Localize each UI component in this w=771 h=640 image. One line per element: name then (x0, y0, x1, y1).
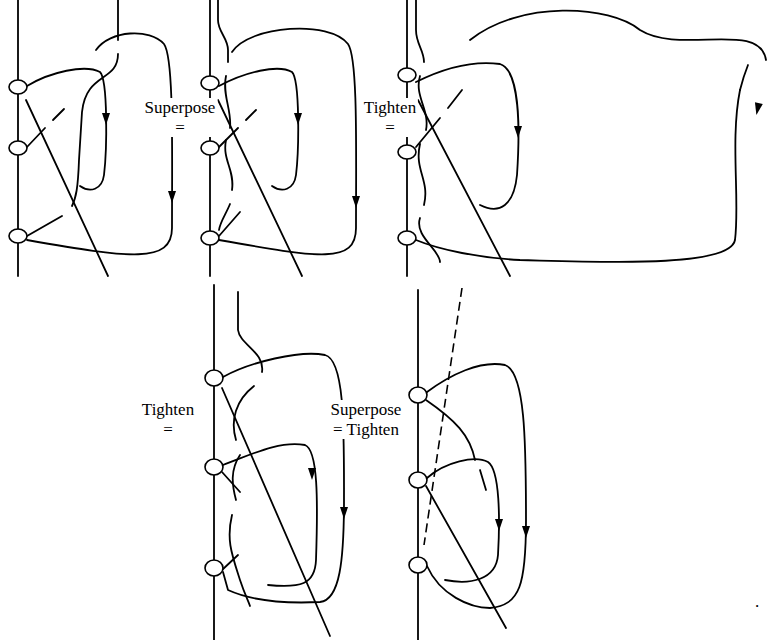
tangle-panel (398, 0, 766, 276)
move-label: Tighten = (362, 98, 418, 137)
pole (417, 290, 419, 640)
strand (218, 100, 302, 276)
arrowhead (340, 507, 348, 519)
arrowhead (168, 191, 176, 203)
strand (26, 100, 108, 276)
strand (222, 388, 330, 636)
dashed-strand (424, 288, 462, 545)
puncture-circle (201, 76, 219, 90)
strand (223, 444, 317, 586)
strand (427, 459, 499, 581)
arrowhead (752, 102, 762, 115)
puncture-circle (398, 68, 416, 82)
puncture-circle (409, 387, 427, 403)
arrowhead (308, 468, 316, 480)
tangle-panel (9, 0, 176, 276)
puncture-circle (201, 231, 219, 245)
strand (418, 100, 510, 276)
arrowhead (495, 519, 503, 531)
puncture-circle (398, 145, 416, 159)
strand (416, 63, 518, 209)
arrowhead (522, 526, 530, 538)
strand (27, 33, 172, 254)
puncture-circle (409, 557, 427, 573)
strand (222, 472, 240, 570)
move-label: Superpose = (143, 98, 218, 137)
strand (740, 65, 748, 90)
arrowhead (514, 126, 522, 138)
tangle-panel (409, 288, 530, 640)
strand (426, 486, 506, 628)
puncture-circle (9, 141, 27, 155)
move-label: Superpose = Tighten (329, 400, 404, 439)
puncture-circle (398, 231, 416, 245)
move-label: Tighten = (140, 400, 196, 439)
strand (416, 11, 766, 262)
strand (219, 212, 240, 236)
arrowhead (294, 113, 302, 125)
puncture-circle (9, 80, 27, 94)
strand (416, 0, 440, 262)
puncture-circle (201, 141, 219, 155)
strand (219, 29, 356, 255)
puncture-circle (205, 370, 223, 386)
end-punctuation: . (753, 592, 761, 612)
tangle-panel (205, 285, 348, 640)
strand (426, 400, 486, 490)
arrowhead (352, 196, 360, 208)
puncture-circle (409, 472, 427, 488)
arrowhead (102, 113, 110, 125)
puncture-circle (9, 229, 27, 243)
puncture-circle (205, 560, 223, 576)
strand (223, 354, 344, 603)
puncture-circle (205, 459, 223, 475)
strand (427, 364, 526, 608)
tangle-panel (201, 0, 360, 276)
